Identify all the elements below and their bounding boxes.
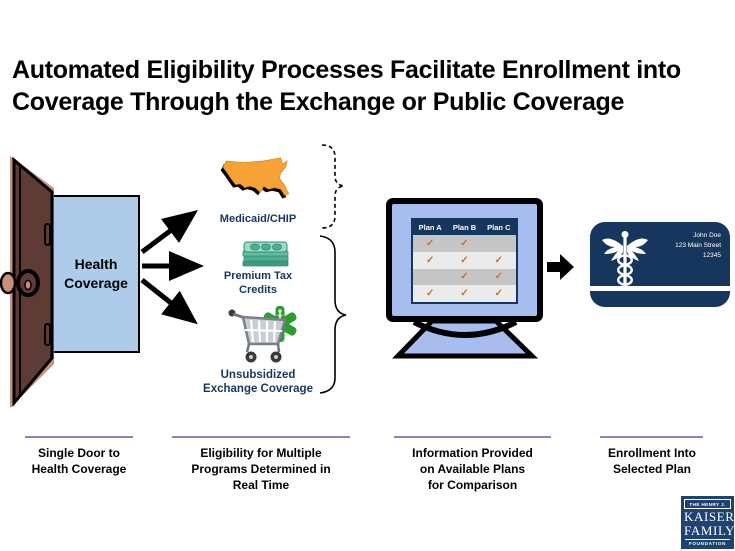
program-label-medicaid-chip: Medicaid/CHIP [219, 213, 297, 225]
kff-logo: THE HENRY J. KAISER FAMILY FOUNDATION [681, 496, 735, 549]
kff-logo-bottom-text: FOUNDATION [688, 540, 727, 546]
plan-check-cell: ✓ [494, 288, 504, 300]
plan-table-row: ✓✓ [413, 268, 516, 286]
insurance-card: John Doe 123 Main Street 12345 [590, 222, 730, 307]
plan-check-cell: ✓ [494, 254, 504, 266]
plan-check-cell: ✓ [425, 288, 435, 300]
plan-check-cell: ✓ [460, 288, 469, 300]
program-label-unsubsidized-exchange: Unsubsidized Exchange Coverage [203, 369, 313, 396]
money-stack-icon [242, 241, 289, 267]
open-door-icon [0, 156, 54, 408]
plan-table-row: ✓✓ [413, 235, 516, 252]
plan-column-header: Plan B [452, 223, 477, 232]
doorknob-icon [0, 271, 17, 295]
plan-column-header: Plan C [487, 223, 511, 232]
braces-group [319, 144, 347, 394]
fanout-arrows-icon [140, 210, 204, 325]
monitor-stand-icon [392, 318, 538, 359]
caption-line-2 [172, 436, 350, 438]
caption-single-door: Single Door to Health Coverage [31, 446, 127, 477]
plan-check-cell: ✓ [460, 254, 469, 266]
caption-enrollment: Enrollment Into Selected Plan [608, 446, 696, 477]
plan-check-cell: ✓ [425, 237, 435, 249]
plan-table-row: ✓ ✓ ✓ [413, 251, 516, 269]
caption-information: Information Provided on Available Plans … [412, 446, 533, 493]
kff-logo-kaiser: KAISER [684, 508, 735, 524]
card-holder-name: John Doe [693, 232, 721, 239]
health-coverage-doorway: Health Coverage [52, 195, 140, 353]
caduceus-icon [602, 231, 648, 287]
plan-check-cell: ✓ [494, 271, 504, 283]
kff-logo-top-text: THE HENRY J. [684, 499, 731, 509]
page-title: Automated Eligibility Processes Facilita… [12, 56, 681, 116]
doorway-label: Health Coverage [64, 256, 128, 291]
caption-eligibility: Eligibility for Multiple Programs Determ… [191, 446, 331, 493]
card-stripe [590, 286, 730, 291]
plan-table-header: Plan A Plan B Plan C [413, 220, 516, 235]
kff-logo-rule [685, 538, 730, 540]
right-block-arrow-icon [547, 254, 574, 280]
shopping-cart-icon [228, 306, 297, 363]
caption-line-4 [600, 436, 703, 438]
solid-brace-icon [319, 235, 347, 394]
card-holder-zip: 12345 [702, 252, 721, 260]
plan-check-cell: ✓ [425, 254, 435, 266]
plan-column-header: Plan A [418, 223, 442, 232]
plan-check-cell: ✓ [460, 271, 469, 283]
plan-table-row: ✓ ✓ ✓ [413, 285, 516, 302]
program-label-premium-tax-credits: Premium Tax Credits [223, 270, 293, 296]
caption-line-1 [25, 436, 133, 438]
card-holder-address: 123 Main Street [675, 242, 721, 250]
us-map-icon [220, 157, 290, 199]
kff-logo-family: FAMILY [684, 522, 735, 538]
dashed-brace-icon [321, 144, 345, 229]
plan-check-cell [413, 269, 447, 286]
card-holder-info: John Doe 123 Main Street 12345 [675, 231, 721, 261]
plan-check-cell [482, 235, 516, 252]
caption-line-3 [394, 436, 551, 438]
plan-check-cell: ✓ [460, 237, 469, 249]
